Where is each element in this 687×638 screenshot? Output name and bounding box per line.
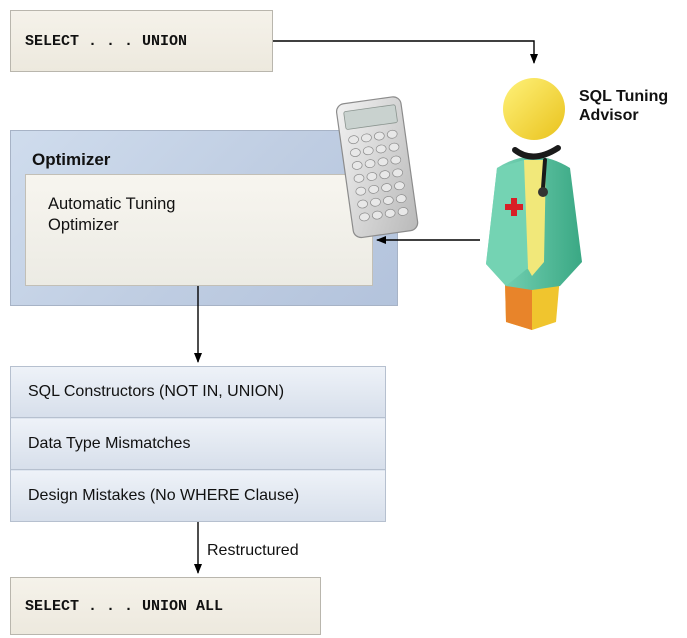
optimizer-title: Optimizer [32, 150, 111, 169]
inner-line-2: Optimizer [48, 216, 119, 234]
optimizer-box: Optimizer Automatic Tuning Optimizer [10, 130, 398, 306]
inner-line-1: Automatic Tuning [48, 195, 176, 213]
automatic-tuning-optimizer-box: Automatic Tuning Optimizer [25, 174, 373, 286]
sql-tuning-advisor-label: SQL Tuning Advisor [579, 87, 668, 125]
sql-input-statement: SELECT . . . UNION [10, 10, 273, 72]
issue-list: SQL Constructors (NOT IN, UNION) Data Ty… [10, 366, 386, 522]
issue-data-type-mismatches: Data Type Mismatches [11, 419, 385, 470]
arrow-sql-to-advisor [273, 40, 538, 64]
advisor-label-line-2: Advisor [579, 107, 639, 124]
calculator-icon [335, 96, 419, 239]
automatic-tuning-optimizer-label: Automatic Tuning Optimizer [48, 194, 268, 236]
doctor-figure-icon [486, 78, 582, 330]
issue-design-mistakes: Design Mistakes (No WHERE Clause) [11, 471, 385, 521]
restructured-label: Restructured [207, 542, 299, 559]
issue-sql-constructors: SQL Constructors (NOT IN, UNION) [11, 367, 385, 418]
advisor-label-line-1: SQL Tuning [579, 88, 669, 105]
sql-output-statement: SELECT . . . UNION ALL [10, 577, 321, 635]
